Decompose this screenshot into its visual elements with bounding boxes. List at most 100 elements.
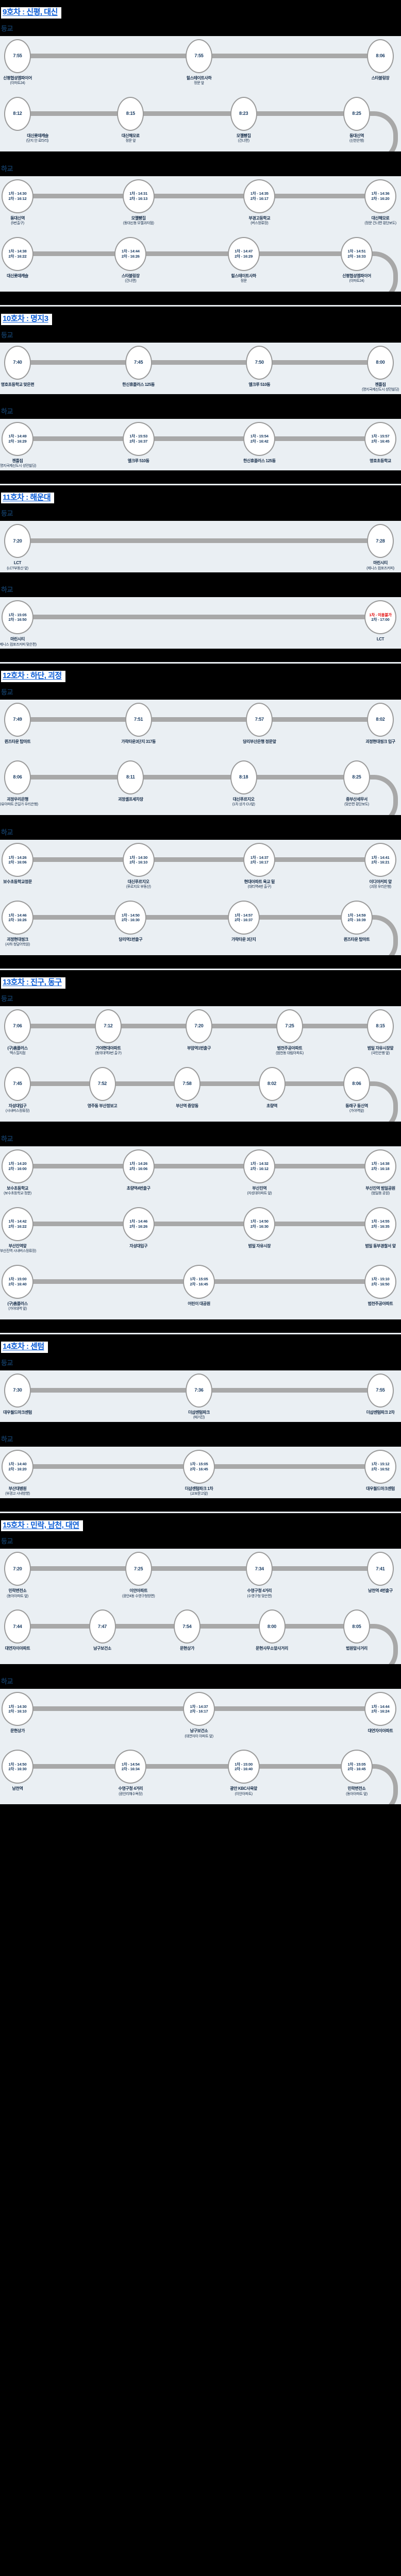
stop-time: 7:20 xyxy=(194,1023,204,1029)
stop-time: 7:36 xyxy=(194,1387,204,1393)
stop-time-second: 2차 - 16:50 xyxy=(8,617,27,622)
stop-time: 7:30 xyxy=(13,1387,22,1393)
route-connector xyxy=(296,1023,374,1028)
stop-time-bubble: 7:25 xyxy=(125,1552,152,1586)
stop-time-second: 2차 - 16:17 xyxy=(190,1709,208,1714)
stop-sub-location: 백스힐지점 xyxy=(9,1052,26,1056)
route-connector xyxy=(24,1464,193,1469)
route-connector xyxy=(24,1706,193,1711)
stop-time: 7:57 xyxy=(255,717,264,722)
stop-time-second: 2차 - 16:22 xyxy=(8,1224,27,1229)
stop-time-first: 1차 - 14:36 xyxy=(371,191,390,196)
